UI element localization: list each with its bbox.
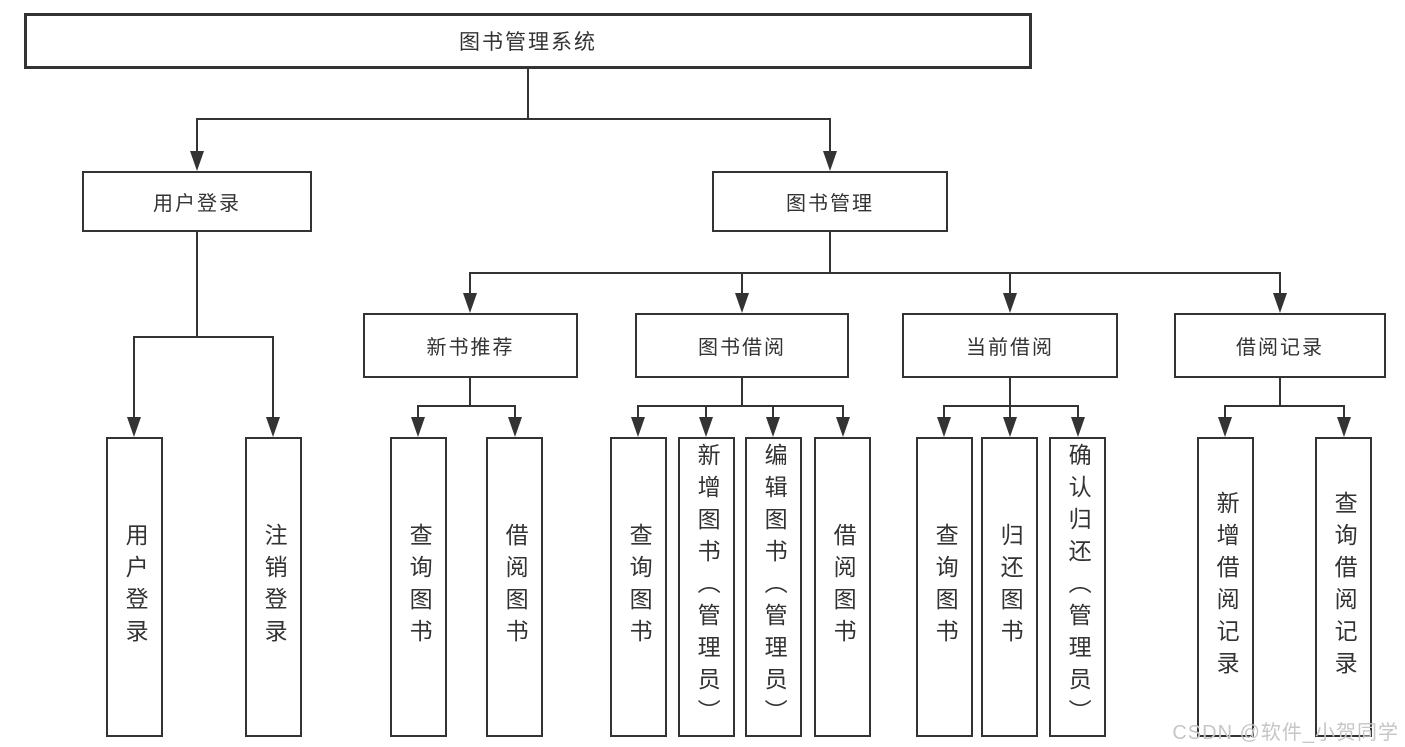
arrowhead-icon xyxy=(1337,417,1351,437)
connector-line xyxy=(1224,405,1345,407)
node-leaf-borrow-books-recommend: 借阅图书 xyxy=(486,437,543,737)
connector-line xyxy=(1279,273,1281,298)
connector-line xyxy=(469,378,471,407)
node-leaf-edit-book-admin: 编辑图书（管理员） xyxy=(745,437,802,737)
connector-line xyxy=(1343,406,1345,422)
connector-line xyxy=(417,406,419,422)
connector-line xyxy=(514,406,516,422)
node-borrow-records: 借阅记录 xyxy=(1174,313,1386,378)
arrowhead-icon xyxy=(823,151,837,171)
node-label: 查询借阅记录 xyxy=(1331,491,1358,683)
arrowhead-icon xyxy=(463,293,477,313)
connector-line xyxy=(527,69,529,120)
connector-line xyxy=(1279,378,1281,407)
connector-line xyxy=(637,406,639,422)
arrowhead-icon xyxy=(937,417,951,437)
connector-line xyxy=(196,232,198,338)
connector-line xyxy=(772,406,774,422)
arrowhead-icon xyxy=(1003,293,1017,313)
arrowhead-icon xyxy=(411,417,425,437)
node-leaf-query-borrow-record: 查询借阅记录 xyxy=(1315,437,1372,737)
connector-line xyxy=(829,119,831,156)
connector-line xyxy=(741,378,743,407)
arrowhead-icon xyxy=(631,417,645,437)
node-user-login: 用户登录 xyxy=(82,171,312,232)
node-leaf-borrow-books: 借阅图书 xyxy=(814,437,871,737)
arrowhead-icon xyxy=(508,417,522,437)
node-label: 借阅记录 xyxy=(1236,337,1324,359)
node-label: 归还图书 xyxy=(997,523,1024,651)
node-label: 查询图书 xyxy=(626,523,653,651)
node-leaf-user-login: 用户登录 xyxy=(106,437,163,737)
connector-line xyxy=(469,272,1281,274)
node-label: 确认归还（管理员） xyxy=(1065,443,1092,731)
node-label: 图书管理系统 xyxy=(459,31,597,54)
node-leaf-logout: 注销登录 xyxy=(245,437,302,737)
arrowhead-icon xyxy=(1071,417,1085,437)
node-label: 查询图书 xyxy=(406,523,433,651)
node-leaf-confirm-return-admin: 确认归还（管理员） xyxy=(1049,437,1106,737)
node-label: 图书管理 xyxy=(786,193,874,215)
arrowhead-icon xyxy=(836,417,850,437)
connector-line xyxy=(133,336,274,338)
connector-line xyxy=(196,119,198,156)
csdn-watermark: CSDN @软件_小贺同学 xyxy=(1172,722,1399,744)
arrowhead-icon xyxy=(266,417,280,437)
node-label: 借阅图书 xyxy=(502,523,529,651)
connector-line xyxy=(196,118,831,120)
node-label: 查询图书 xyxy=(932,523,959,651)
node-book-borrow: 图书借阅 xyxy=(635,313,849,378)
arrowhead-icon xyxy=(1273,293,1287,313)
connector-line xyxy=(943,405,1079,407)
arrowhead-icon xyxy=(699,417,713,437)
connector-line xyxy=(1009,273,1011,298)
node-new-book-recommend: 新书推荐 xyxy=(363,313,578,378)
arrowhead-icon xyxy=(190,151,204,171)
node-label: 新增图书（管理员） xyxy=(694,443,721,731)
node-label: 编辑图书（管理员） xyxy=(761,443,788,731)
node-leaf-query-books-borrow: 查询图书 xyxy=(610,437,667,737)
node-label: 注销登录 xyxy=(261,523,288,651)
node-current-borrow: 当前借阅 xyxy=(902,313,1118,378)
node-leaf-return-books: 归还图书 xyxy=(981,437,1038,737)
arrowhead-icon xyxy=(1003,417,1017,437)
node-leaf-query-books-recommend: 查询图书 xyxy=(390,437,447,737)
arrowhead-icon xyxy=(735,293,749,313)
arrowhead-icon xyxy=(766,417,780,437)
connector-line xyxy=(741,273,743,298)
connector-line xyxy=(417,405,516,407)
connector-line xyxy=(469,273,471,298)
node-book-management: 图书管理 xyxy=(712,171,948,232)
node-label: 用户登录 xyxy=(122,523,149,651)
node-label: 用户登录 xyxy=(153,193,241,215)
node-label: 当前借阅 xyxy=(966,337,1054,359)
connector-line xyxy=(943,406,945,422)
arrowhead-icon xyxy=(1218,417,1232,437)
connector-line xyxy=(705,406,707,422)
connector-line xyxy=(133,337,135,422)
node-label: 图书借阅 xyxy=(698,337,786,359)
node-label: 新书推荐 xyxy=(426,337,515,359)
connector-line xyxy=(637,405,844,407)
connector-line xyxy=(1009,406,1011,422)
arrowhead-icon xyxy=(127,417,141,437)
connector-line xyxy=(842,406,844,422)
connector-line xyxy=(1009,378,1011,407)
node-library-management-system: 图书管理系统 xyxy=(24,13,1032,69)
node-leaf-add-borrow-record: 新增借阅记录 xyxy=(1197,437,1254,737)
connector-line xyxy=(1224,406,1226,422)
connector-line xyxy=(829,232,831,274)
node-leaf-query-books-current: 查询图书 xyxy=(916,437,973,737)
node-leaf-add-book-admin: 新增图书（管理员） xyxy=(678,437,735,737)
connector-line xyxy=(272,337,274,422)
node-label: 新增借阅记录 xyxy=(1213,491,1240,683)
connector-line xyxy=(1077,406,1079,422)
node-label: 借阅图书 xyxy=(830,523,857,651)
